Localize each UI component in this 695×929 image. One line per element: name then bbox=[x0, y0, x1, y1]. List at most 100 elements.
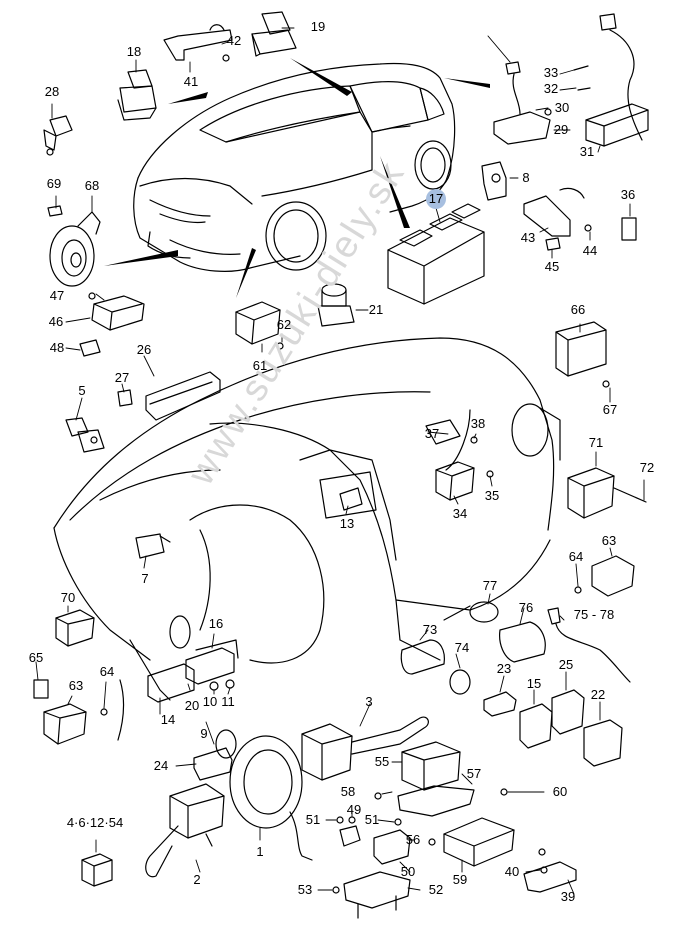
callout: 19 bbox=[310, 19, 326, 34]
callout: 46 bbox=[48, 314, 64, 329]
callout-highlighted: 17 bbox=[426, 189, 446, 209]
callout: 48 bbox=[49, 340, 65, 355]
part-43-bracket bbox=[523, 187, 592, 251]
callout: 11 bbox=[221, 694, 235, 709]
part-15-switch bbox=[519, 703, 553, 749]
callout: 70 bbox=[60, 590, 76, 605]
callout: 76 bbox=[518, 600, 534, 615]
part-4-relay bbox=[81, 853, 113, 887]
part-3-wiper-switch bbox=[301, 716, 429, 781]
callout: 29 bbox=[553, 122, 569, 137]
callout: 32 bbox=[543, 81, 559, 96]
part-2-combination-switch bbox=[145, 783, 225, 878]
part-66-module bbox=[555, 321, 610, 388]
callout: 58 bbox=[340, 784, 356, 799]
part-59-module bbox=[443, 817, 515, 867]
callout: 62 bbox=[276, 317, 292, 332]
part-76-socket bbox=[443, 601, 546, 663]
part-24-connector bbox=[193, 729, 237, 781]
callout: 25 bbox=[558, 657, 574, 672]
callout: 72 bbox=[639, 460, 655, 475]
part-39-bracket bbox=[523, 848, 577, 893]
part-70-relay bbox=[55, 609, 95, 647]
callout: 5 bbox=[78, 383, 86, 398]
callout: 2 bbox=[193, 872, 201, 887]
callout: 24 bbox=[153, 758, 169, 773]
callout: 57 bbox=[466, 766, 482, 781]
callout: 65 bbox=[28, 650, 44, 665]
car-outline bbox=[133, 62, 456, 272]
part-17-window-switch bbox=[387, 203, 485, 305]
callout: 7 bbox=[141, 571, 149, 586]
callout: 37 bbox=[424, 426, 440, 441]
callout: 8 bbox=[522, 170, 530, 185]
callout: 44 bbox=[582, 243, 598, 258]
callout: 20 bbox=[184, 698, 200, 713]
callout: 74 bbox=[454, 640, 470, 655]
callout: 59 bbox=[452, 872, 468, 887]
callout: 51 bbox=[364, 812, 380, 827]
callout: 66 bbox=[570, 302, 586, 317]
callout: 63 bbox=[68, 678, 84, 693]
callout: 16 bbox=[208, 616, 224, 631]
part-7-switch bbox=[135, 533, 171, 559]
callout: 52 bbox=[428, 882, 444, 897]
part-41-bracket bbox=[163, 24, 233, 62]
part-46-module bbox=[79, 292, 145, 357]
leader-lines bbox=[35, 27, 645, 895]
callout: 38 bbox=[470, 416, 486, 431]
part-22-switch bbox=[583, 719, 623, 767]
callout: 45 bbox=[544, 259, 560, 274]
part-29-harness bbox=[493, 61, 552, 145]
callout: 56 bbox=[405, 832, 421, 847]
callout: 53 bbox=[297, 882, 313, 897]
part-63-clip bbox=[574, 555, 635, 597]
part-31-window-switch bbox=[573, 13, 649, 147]
callout: 35 bbox=[484, 488, 500, 503]
callout: 39 bbox=[560, 889, 576, 904]
part-52-bracket bbox=[343, 871, 411, 919]
pointer-wedges-car bbox=[104, 58, 490, 298]
part-14-switches bbox=[147, 639, 239, 703]
part-55-module bbox=[397, 741, 475, 846]
callout: 10 bbox=[202, 694, 218, 709]
part-36-label bbox=[621, 217, 637, 241]
callout: 3 bbox=[365, 694, 373, 709]
callout: 67 bbox=[602, 402, 618, 417]
part-28-sensor bbox=[43, 115, 73, 156]
part-10-bulb bbox=[209, 679, 235, 691]
part-26-switch-panel bbox=[117, 371, 221, 421]
callout: 31 bbox=[579, 144, 595, 159]
part-68-horn bbox=[47, 205, 101, 287]
callout: 64 bbox=[99, 664, 115, 679]
callout: 4·6·12·54 bbox=[66, 815, 124, 830]
part-1-clock-spring bbox=[229, 735, 313, 861]
callout: 73 bbox=[422, 622, 438, 637]
callout: 36 bbox=[620, 187, 636, 202]
callout: 15 bbox=[526, 676, 542, 691]
callout: 42 bbox=[226, 33, 242, 48]
callout: 64 bbox=[568, 549, 584, 564]
callout: 63 bbox=[601, 533, 617, 548]
part-73-lighter bbox=[400, 639, 471, 695]
callout: 9 bbox=[200, 726, 208, 741]
callout: 61 bbox=[252, 358, 268, 373]
callout: 41 bbox=[183, 74, 199, 89]
callout: 22 bbox=[590, 687, 606, 702]
callout: 51 bbox=[305, 812, 321, 827]
callout: 23 bbox=[496, 661, 512, 676]
part-25-switch bbox=[551, 689, 585, 735]
callout: 13 bbox=[339, 516, 355, 531]
callout: 34 bbox=[452, 506, 468, 521]
callout: 75 - 78 bbox=[573, 607, 615, 622]
part-58-bolt bbox=[374, 792, 382, 800]
callout: 43 bbox=[520, 230, 536, 245]
part-21-switch bbox=[317, 283, 355, 327]
callout: 50 bbox=[400, 864, 416, 879]
dashboard-outline bbox=[53, 337, 561, 741]
part-18-switch bbox=[117, 69, 157, 121]
callout: 47 bbox=[49, 288, 65, 303]
part-71-module bbox=[567, 467, 647, 519]
callout: 49 bbox=[346, 802, 362, 817]
